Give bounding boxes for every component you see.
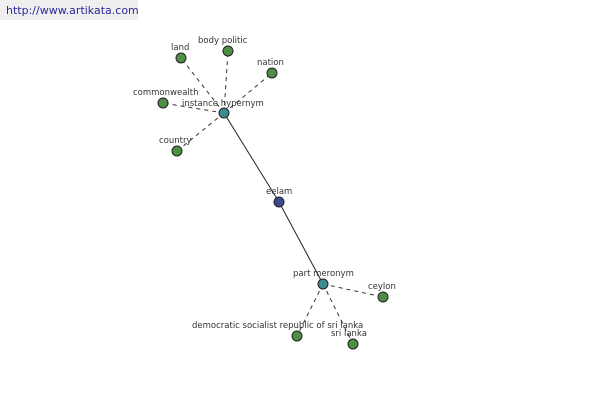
node-label-democratic-socialist-republic-of-sri-lanka: democratic socialist republic of sri lan… [192,321,363,331]
node-dot-country[interactable] [171,145,183,157]
node-label-sri-lanka: sri lanka [331,329,367,339]
node-label-body-politic: body politic [198,36,248,46]
edge-instance-hypernym-to-body-politic [223,50,229,114]
node-label-nation: nation [257,58,284,68]
edge-instance-hypernym-to-country [176,112,225,152]
node-dot-part-meronym[interactable] [317,278,329,290]
nodes-layer: eelam instance hypernym part meronym landbo… [133,36,396,350]
node-dot-instance-hypernym[interactable] [218,107,230,119]
edge-eelam-to-part-meronym [278,201,324,285]
node-eelam[interactable]: eelam [266,187,292,208]
node-dot-sri-lanka[interactable] [347,338,359,350]
node-label-part-meronym: part meronym [293,269,354,279]
edge-part-meronym-to-sri-lanka [322,283,354,345]
edge-instance-hypernym-to-land [180,57,225,114]
node-label-commonwealth: commonwealth [133,88,199,98]
edges-layer [162,50,384,345]
node-nation[interactable]: nation [257,58,284,79]
edge-instance-hypernym-to-nation [223,72,273,114]
node-country[interactable]: country [159,136,192,157]
node-label-instance-hypernym: instance hypernym [182,99,264,109]
node-commonwealth[interactable]: commonwealth [133,88,199,109]
node-dot-land[interactable] [175,52,187,64]
node-instance-hypernym[interactable]: instance hypernym [182,99,264,119]
edge-part-meronym-to-democratic-socialist-republic-of-sri-lanka [296,283,324,337]
node-label-eelam: eelam [266,187,292,197]
node-dot-nation[interactable] [266,67,278,79]
node-dot-ceylon[interactable] [377,291,389,303]
edge-part-meronym-to-ceylon [322,283,384,298]
node-democratic-socialist-republic-of-sri-lanka[interactable]: democratic socialist republic of sri lan… [192,321,363,342]
node-sri-lanka[interactable]: sri lanka [331,329,367,350]
node-label-ceylon: ceylon [368,282,396,292]
edge-instance-hypernym-to-commonwealth [162,102,225,114]
source-url-link[interactable]: http://www.artikata.com [0,0,139,20]
node-land[interactable]: land [171,43,189,64]
node-dot-body-politic[interactable] [222,45,234,57]
node-dot-eelam[interactable] [273,196,285,208]
node-dot-democratic-socialist-republic-of-sri-lanka[interactable] [291,330,303,342]
node-label-land: land [171,43,189,53]
node-ceylon[interactable]: ceylon [368,282,396,303]
node-label-country: country [159,136,192,146]
node-dot-commonwealth[interactable] [157,97,169,109]
node-part-meronym[interactable]: part meronym [293,269,354,290]
edge-eelam-to-instance-hypernym [223,112,280,203]
node-body-politic[interactable]: body politic [198,36,248,57]
